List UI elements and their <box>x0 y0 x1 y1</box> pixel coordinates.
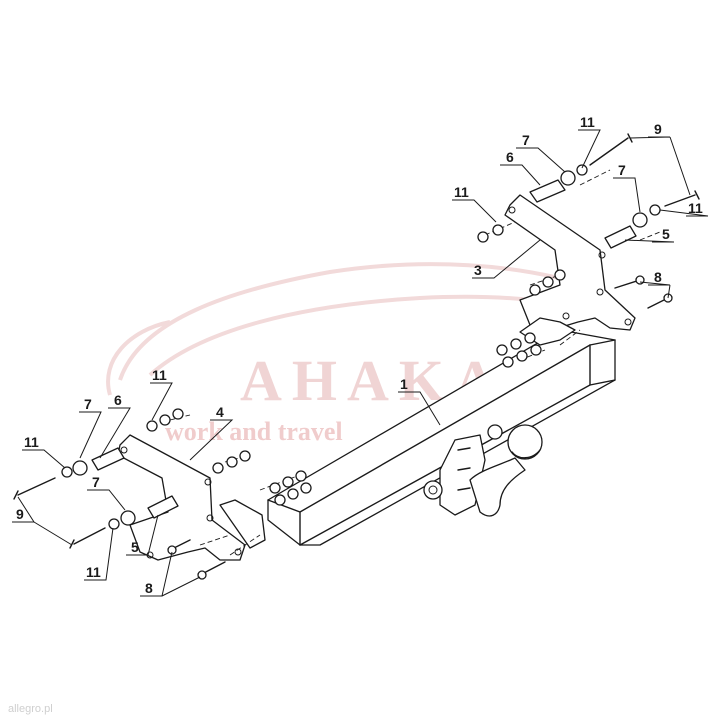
callout-8-right: 8 <box>654 269 662 285</box>
bracket-right <box>504 194 636 333</box>
callout-8-left: 8 <box>145 580 153 596</box>
callout-9-right: 9 <box>654 121 662 137</box>
callout-4: 4 <box>216 404 224 420</box>
tow-ball-assembly <box>423 424 543 517</box>
crossbar <box>267 329 616 546</box>
callout-7-left-top: 7 <box>84 396 92 412</box>
hardware-right <box>529 133 700 309</box>
callout-9-left: 9 <box>16 506 24 522</box>
callout-5-right: 5 <box>662 226 670 242</box>
callout-1: 1 <box>400 376 408 392</box>
callout-labels: 1 3 4 5 5 6 6 7 7 7 7 8 8 9 9 11 11 11 1… <box>16 114 703 596</box>
watermark-tagline: work and travel <box>165 417 343 446</box>
callout-6-right: 6 <box>506 149 514 165</box>
callout-11-right-mid: 11 <box>454 184 469 200</box>
callout-11-left-bottom: 11 <box>86 564 101 580</box>
bracket-left <box>117 434 266 561</box>
callout-11-left: 11 <box>24 434 39 450</box>
hardware-nuts <box>146 224 566 506</box>
callout-7-left: 7 <box>92 474 100 490</box>
leader-lines <box>12 129 709 597</box>
callout-11-right: 11 <box>688 200 703 216</box>
callout-3: 3 <box>474 262 482 278</box>
callout-6-left: 6 <box>114 392 122 408</box>
callout-7-right: 7 <box>618 162 626 178</box>
callout-11-right-top: 11 <box>580 114 595 130</box>
callout-11-left-top: 11 <box>152 367 167 383</box>
callout-5-left: 5 <box>131 539 139 555</box>
hardware-left <box>13 447 226 580</box>
callout-7-right-top: 7 <box>522 132 530 148</box>
footer-source: allegro.pl <box>8 703 53 715</box>
